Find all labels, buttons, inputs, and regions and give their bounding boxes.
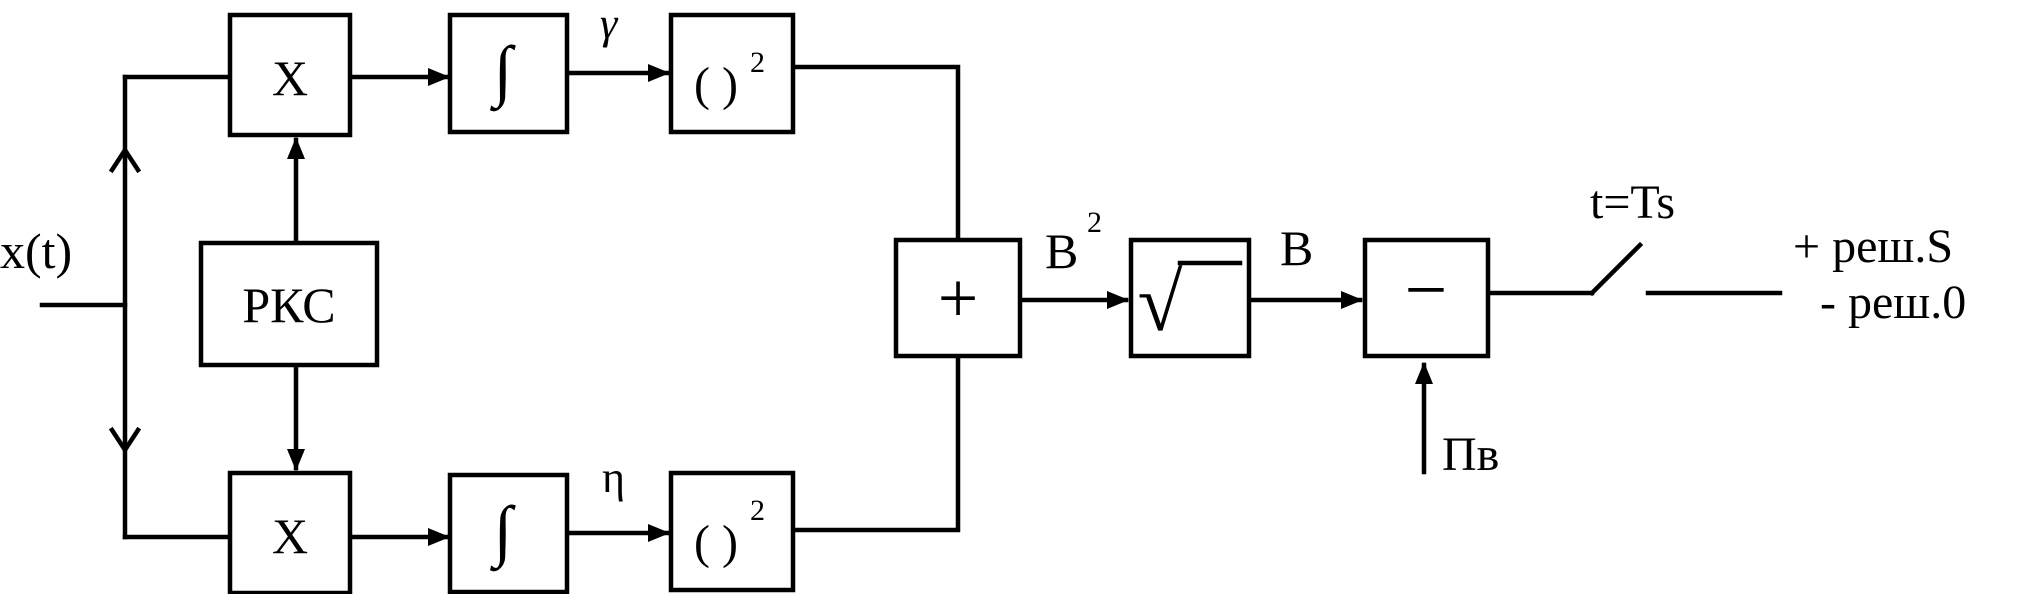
threshold-arrow: [1415, 362, 1433, 384]
threshold-label: Пв: [1442, 428, 1499, 481]
sum-label-exponent: 2: [1087, 206, 1102, 239]
decision-plus-label: + реш.S: [1793, 220, 1953, 273]
adder-block: [893, 237, 1023, 359]
square-top-base: ( ): [694, 58, 738, 111]
split-down-arrow: [108, 426, 142, 455]
square-top-block: [668, 12, 796, 135]
int-to-sq-bottom-arrow: [648, 524, 670, 542]
input-label: x(t): [0, 223, 72, 279]
sqrt-symbol: √: [1137, 257, 1182, 348]
square-top-exponent: 2: [750, 46, 765, 79]
magnitude-label: B: [1280, 220, 1313, 276]
sqrt-block: [1128, 237, 1252, 359]
decision-minus-label: - реш.0: [1820, 276, 1966, 329]
switch-blade: [1588, 241, 1644, 297]
sqrt-to-sub-arrow: [1341, 291, 1363, 309]
sum-label-base: B: [1045, 223, 1078, 279]
adder-symbol: +: [938, 258, 979, 338]
reference-generator-block: [198, 240, 380, 368]
integrator-bottom-symbol: ∫: [490, 492, 517, 572]
square-bottom-block: [668, 470, 796, 593]
gen-to-mult-bottom-arrow: [287, 449, 305, 471]
multiplier-bottom-label: X: [272, 508, 308, 564]
subtractor-symbol: −: [1405, 248, 1448, 332]
mult-to-int-bottom-arrow: [428, 528, 450, 546]
adder-to-sqrt-arrow: [1107, 291, 1129, 309]
mult-to-int-top-arrow: [428, 68, 450, 86]
signal-bottom-label: η: [602, 453, 625, 502]
square-bottom-exponent: 2: [750, 494, 765, 527]
gen-to-mult-top-arrow: [287, 137, 305, 159]
integrator-top-block: [447, 12, 570, 135]
multiplier-top-label: X: [272, 50, 308, 106]
switch-label: t=Ts: [1590, 176, 1675, 229]
integrator-bottom-block: [447, 472, 570, 594]
multiplier-top-block: [227, 12, 353, 138]
multiplier-bottom-block: [227, 470, 353, 594]
sq-bottom-to-adder-wire: [790, 353, 961, 533]
reference-generator-label: РКС: [242, 277, 335, 333]
square-bottom-base: ( ): [694, 516, 738, 569]
split-up-arrow: [108, 145, 142, 174]
int-to-sq-top-arrow: [648, 64, 670, 82]
integrator-top-symbol: ∫: [490, 32, 517, 112]
sq-top-to-adder-wire: [790, 64, 961, 243]
subtractor-block: [1362, 237, 1491, 359]
signal-top-label: γ: [600, 0, 619, 48]
